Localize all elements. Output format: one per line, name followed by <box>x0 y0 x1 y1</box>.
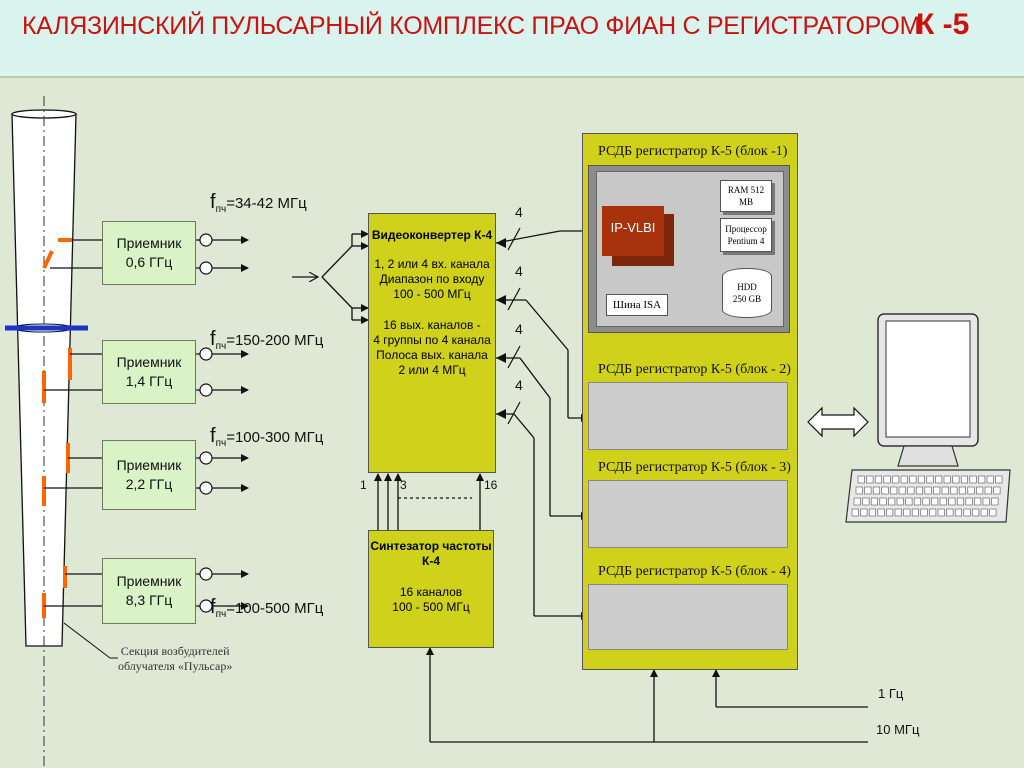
if-freq-label-1: fпч=150-200 МГц <box>210 328 323 352</box>
reference-lines <box>426 647 868 743</box>
freq-symbol: f <box>210 596 216 618</box>
videoconverter-title: Видеоконвертер К-4 <box>371 228 493 242</box>
vc-port-16: 16 <box>484 478 498 492</box>
bus-width-4: 4 <box>515 377 523 393</box>
freq-subscript: пч <box>215 609 227 620</box>
page-title-model: К -5 <box>916 8 970 41</box>
recorder-block-2 <box>588 382 788 450</box>
freq-symbol: f <box>210 191 216 213</box>
feed-elements <box>42 238 72 618</box>
freq-subscript: пч <box>215 438 227 449</box>
ram-unit: MB <box>738 197 753 207</box>
receiver-band: 0,6 ГГц <box>125 254 173 270</box>
vc-spec-groups: 4 группы по 4 канала <box>373 333 491 347</box>
hdd-module: HDD 250 GB <box>722 268 772 318</box>
bus-slashes <box>507 227 521 425</box>
recorder-block-4 <box>588 584 788 650</box>
if-freq-label-0: fпч=34-42 МГц <box>210 191 307 215</box>
freq-symbol: f <box>210 328 216 350</box>
freq-value: =150-200 МГц <box>226 332 324 349</box>
vc-spec-range-label: Диапазон по входу <box>379 272 485 286</box>
synth-title: Синтезатор частоты <box>370 539 492 553</box>
feed-caption-line1: Секция возбудителей <box>120 644 230 658</box>
receiver-1-4ghz: Приемник 1,4 ГГц <box>102 340 196 404</box>
recorder-computer-link <box>807 406 869 438</box>
freq-value: =100-500 МГц <box>226 600 324 617</box>
header: КАЛЯЗИНСКИЙ ПУЛЬСАРНЫЙ КОМПЛЕКС ПРАО ФИА… <box>0 0 1024 78</box>
vc-spec-range: 100 - 500 МГц <box>393 287 471 301</box>
receiver-label: Приемник <box>116 457 182 473</box>
receiver-wires <box>44 236 249 610</box>
synth-channels: 16 каналов <box>399 585 463 599</box>
receiver-label: Приемник <box>116 354 182 370</box>
receiver-8-3ghz: Приемник 8,3 ГГц <box>102 558 196 624</box>
freq-value: =34-42 МГц <box>226 195 307 212</box>
vc-port-3: 3 <box>400 478 407 492</box>
freq-subscript: пч <box>215 204 227 215</box>
receiver-band: 2,2 ГГц <box>125 476 173 492</box>
freq-value: =100-300 МГц <box>226 429 324 446</box>
feed-caption: Секция возбудителей облучателя «Пульсар» <box>118 644 232 674</box>
receiver-band: 1,4 ГГц <box>125 373 173 389</box>
ref-1hz-label: 1 Гц <box>878 686 904 701</box>
vc-spec-outputs: 16 вых. каналов - <box>383 318 481 332</box>
synth-to-vc <box>374 473 484 530</box>
vc-input-fan <box>292 230 369 324</box>
recorder-block-3 <box>588 480 788 548</box>
receiver-connectors <box>199 233 213 613</box>
recorder-block-3-title: РСДБ регистратор К-5 (блок - 3) <box>598 460 791 475</box>
receiver-label: Приемник <box>116 573 182 589</box>
bus-width-1: 4 <box>515 204 523 220</box>
frequency-synthesizer-k4: Синтезатор частоты К-4 16 каналов 100 - … <box>368 530 494 648</box>
videoconverter-k4: Видеоконвертер К-4 1, 2 или 4 вх. канала… <box>368 213 496 473</box>
recorder-block-1-title: РСДБ регистратор К-5 (блок -1) <box>598 144 788 159</box>
computer <box>845 313 1011 523</box>
page-title: КАЛЯЗИНСКИЙ ПУЛЬСАРНЫЙ КОМПЛЕКС ПРАО ФИА… <box>22 12 921 40</box>
cpu-module: Процессор Pentium 4 <box>720 218 772 252</box>
vc-spec-inputs: 1, 2 или 4 вх. канала <box>374 257 490 271</box>
ref-10mhz-label: 10 МГц <box>876 722 920 737</box>
freq-subscript: пч <box>215 341 227 352</box>
ram-size: RAM 512 <box>727 185 765 195</box>
feed-horn <box>5 96 118 768</box>
synth-range: 100 - 500 МГц <box>392 600 470 614</box>
vc-output-buses <box>495 227 601 620</box>
hdd-size: 250 GB <box>732 294 762 304</box>
ipvlbi-module: IP-VLBI <box>602 206 664 256</box>
receiver-0-6ghz: Приемник 0,6 ГГц <box>102 221 196 285</box>
receiver-band: 8,3 ГГц <box>125 592 173 608</box>
bus-width-3: 4 <box>515 321 523 337</box>
cpu-label: Процессор <box>725 224 767 234</box>
if-freq-label-3: fпч=100-500 МГц <box>210 596 323 620</box>
recorder-block-4-title: РСДБ регистратор К-5 (блок - 4) <box>598 564 791 579</box>
if-freq-label-2: fпч=100-300 МГц <box>210 425 323 449</box>
vc-spec-bandwidth: 2 или 4 МГц <box>398 363 466 377</box>
diagram-wiring <box>5 96 1011 768</box>
vc-port-1: 1 <box>360 478 367 492</box>
feed-caption-line2: облучателя «Пульсар» <box>118 659 233 673</box>
vc-spec-bandwidth-label: Полоса вых. канала <box>376 348 488 362</box>
freq-symbol: f <box>210 425 216 447</box>
diagram-canvas: Приемник 0,6 ГГц Приемник 1,4 ГГц Приемн… <box>0 78 1024 768</box>
keyboard-keys <box>851 475 1003 517</box>
hdd-label: HDD <box>737 282 757 292</box>
cpu-model: Pentium 4 <box>727 236 765 246</box>
isa-bus-label: Шина ISA <box>606 294 668 316</box>
bus-width-2: 4 <box>515 263 523 279</box>
vc-output-junctions <box>496 238 506 419</box>
recorder-block-2-title: РСДБ регистратор К-5 (блок - 2) <box>598 362 791 377</box>
receiver-label: Приемник <box>116 235 182 251</box>
receiver-2-2ghz: Приемник 2,2 ГГц <box>102 440 196 510</box>
ram-module: RAM 512 MB <box>720 180 772 212</box>
synth-model: К-4 <box>422 554 440 568</box>
